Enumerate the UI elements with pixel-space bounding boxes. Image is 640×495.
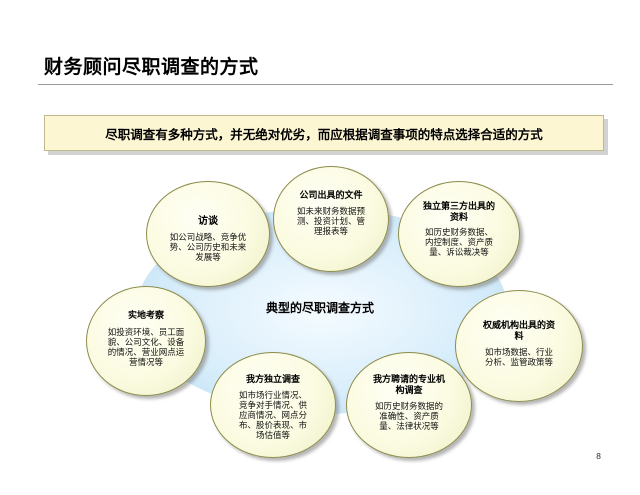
- node-interview: 访谈 如公司战略、竞争优势、公司历史和未来发展等: [146, 181, 270, 287]
- node-independent-investigation-desc: 如市场行业情况、竞争对手情况、供应商情况、网点分布、股价表现、市场估值等: [238, 391, 307, 441]
- node-site-visit-desc: 如投资环境、员工面貌、公司文化、设备的情况、营业网点运营情况等: [107, 328, 185, 368]
- summary-banner-text: 尽职调查有多种方式，并无绝对优劣，而应根据调查事项的特点选择合适的方式: [105, 126, 543, 142]
- node-independent-investigation: 我方独立调查 如市场行业情况、竞争对手情况、供应商情况、网点分布、股价表现、市场…: [210, 352, 336, 458]
- title-divider: [38, 84, 613, 85]
- page-number: 8: [596, 452, 602, 461]
- node-company-documents-desc: 如未来财务数据预测、投资计划、管理报表等: [296, 207, 365, 237]
- node-authority-materials: 权威机构出具的资料 如市场数据、行业分析、监管政策等: [455, 290, 583, 402]
- node-third-party-materials-desc: 如历史财务数据、内控制度、资产质量、诉讼裁决等: [424, 228, 493, 258]
- node-third-party-materials: 独立第三方出具的资料 如历史财务数据、内控制度、资产质量、诉讼裁决等: [398, 181, 520, 287]
- node-company-documents: 公司出具的文件 如未来财务数据预测、投资计划、管理报表等: [273, 166, 389, 272]
- node-independent-investigation-title: 我方独立调查: [245, 375, 300, 385]
- node-interview-desc: 如公司战略、竞争优势、公司历史和未来发展等: [169, 233, 247, 263]
- node-hired-professional-investigation-title: 我方聘请的专业机构调查: [373, 375, 446, 396]
- node-authority-materials-title: 权威机构出具的资料: [482, 321, 555, 342]
- node-hired-professional-investigation: 我方聘请的专业机构调查 如历史财务数据的准确性、资产质量、法律状况等: [346, 352, 472, 458]
- node-authority-materials-desc: 如市场数据、行业分析、监管政策等: [484, 348, 553, 368]
- node-interview-title: 访谈: [198, 216, 218, 227]
- node-site-visit-title: 实地考察: [127, 311, 164, 321]
- node-site-visit: 实地考察 如投资环境、员工面貌、公司文化、设备的情况、营业网点运营情况等: [86, 286, 206, 396]
- summary-banner: 尽职调查有多种方式，并无绝对优劣，而应根据调查事项的特点选择合适的方式: [44, 115, 604, 151]
- central-label: 典型的尽职调查方式: [265, 301, 374, 315]
- node-company-documents-title: 公司出具的文件: [299, 191, 363, 201]
- node-hired-professional-investigation-desc: 如历史财务数据的准确性、资产质量、法律状况等: [374, 402, 443, 432]
- node-third-party-materials-title: 独立第三方出具的资料: [423, 202, 496, 223]
- page-title: 财务顾问尽职调查的方式: [44, 56, 259, 78]
